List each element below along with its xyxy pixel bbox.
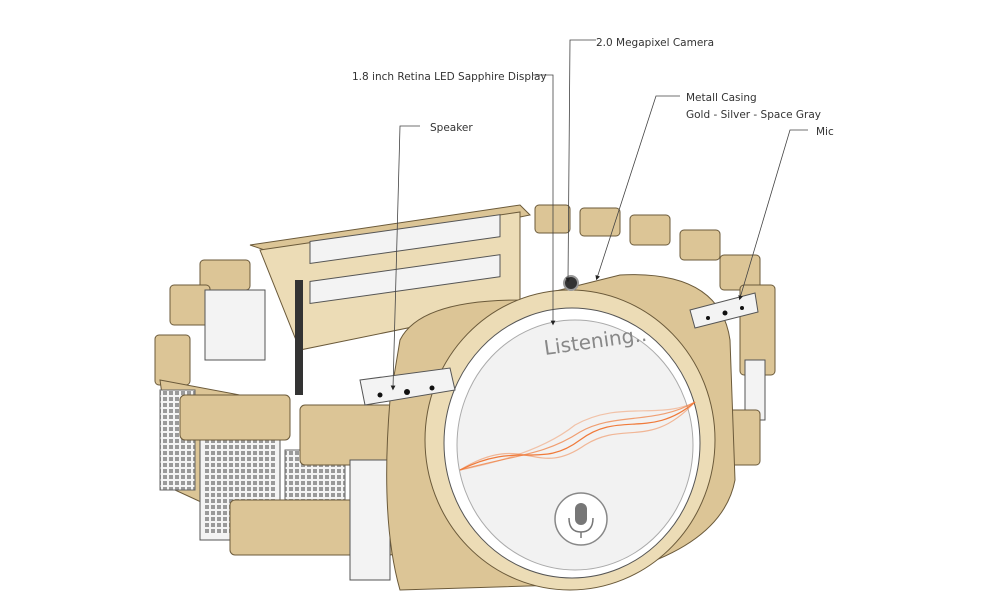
microphone-icon[interactable]: [554, 492, 608, 546]
callout-camera: 2.0 Megapixel Camera: [596, 37, 714, 49]
mic-module: [689, 292, 759, 329]
voice-waveform: [459, 401, 696, 471]
callout-mic: Mic: [816, 126, 834, 138]
callout-casing: Metall Casing: [686, 92, 757, 104]
watch-case: [359, 274, 759, 591]
watch-band-front: [159, 379, 396, 581]
callout-speaker: Speaker: [430, 122, 473, 134]
speaker-module: [359, 367, 456, 406]
callout-display: 1.8 inch Retina LED Sapphire Display: [352, 71, 547, 83]
callout-casing-colors: Gold - Silver - Space Gray: [686, 109, 821, 121]
callout-lines: [390, 39, 808, 391]
watch-screen: [456, 319, 694, 571]
camera-lens-icon: [563, 275, 579, 291]
watch-band-back: [154, 204, 776, 466]
